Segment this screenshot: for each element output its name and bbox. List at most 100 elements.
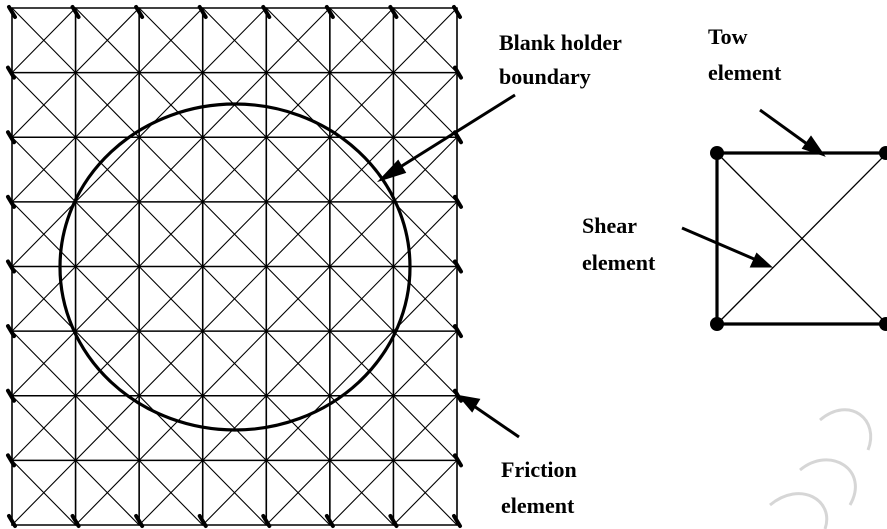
friction-label: Friction element xyxy=(501,457,582,518)
mesh-diagonal xyxy=(75,459,140,526)
friction-element xyxy=(70,5,81,19)
friction-element xyxy=(134,5,145,19)
mesh-diagonal xyxy=(392,459,458,526)
friction-element xyxy=(7,5,17,19)
mesh-diagonal xyxy=(11,201,77,268)
mesh-diagonal xyxy=(11,265,77,332)
friction-element xyxy=(453,65,463,80)
mesh-diagonal xyxy=(392,136,458,203)
tow-arrowhead xyxy=(801,135,826,157)
friction-element xyxy=(388,514,399,528)
detail-node-bottom-left xyxy=(710,317,724,331)
shear-label: Shear element xyxy=(582,213,656,275)
mesh-diagonal xyxy=(75,395,140,461)
mesh-diagonal xyxy=(202,7,267,74)
friction-label-line-1: Friction xyxy=(501,457,577,482)
element-detail xyxy=(710,146,887,331)
mesh-diagonal xyxy=(392,7,458,74)
tow-label-line-2: element xyxy=(708,60,782,85)
mesh-diagonal xyxy=(265,72,331,138)
friction-element xyxy=(453,130,463,145)
mesh-diagonal xyxy=(11,459,77,526)
friction-element xyxy=(452,5,462,19)
friction-element xyxy=(6,324,16,339)
shear-label-line-2: element xyxy=(582,250,656,275)
blank-holder-arrow xyxy=(388,93,516,176)
mesh-diagonal xyxy=(392,330,458,397)
mesh-diagonal xyxy=(329,395,394,461)
mesh-diagonal xyxy=(11,136,77,203)
mesh-diagonal xyxy=(11,395,77,461)
blank-holder-arrowhead xyxy=(376,159,407,183)
mesh-diagonal xyxy=(11,7,77,74)
mesh-diagonal xyxy=(329,459,394,526)
friction-arrowhead xyxy=(457,394,481,413)
mesh-diagonal xyxy=(75,136,140,203)
friction-element xyxy=(7,514,17,528)
friction-element xyxy=(134,514,145,528)
friction-element xyxy=(324,5,335,19)
tow-label: Tow element xyxy=(708,24,782,85)
friction-element xyxy=(324,514,335,528)
mesh-diagonal xyxy=(329,265,394,332)
mesh-diagonal xyxy=(392,72,458,138)
friction-element xyxy=(453,324,463,339)
mesh-diagonal xyxy=(265,395,331,461)
friction-element xyxy=(453,453,463,468)
mesh-diagonal xyxy=(329,201,394,268)
arrows xyxy=(376,93,826,439)
mesh-diagonal xyxy=(202,330,267,397)
blank-holder-label-line-1: Blank holder xyxy=(499,30,622,55)
mesh-diagonal xyxy=(265,265,331,332)
watermark xyxy=(769,408,873,529)
mesh-diagonal xyxy=(138,265,204,332)
mesh-diagonal xyxy=(265,459,331,526)
friction-element xyxy=(453,194,463,209)
blank-holder-boundary-circle xyxy=(58,102,412,432)
mesh-diagonal xyxy=(329,330,394,397)
friction-label-line-2: element xyxy=(501,493,575,518)
tow-label-line-1: Tow xyxy=(708,24,748,49)
mesh-diagonal xyxy=(265,201,331,268)
friction-element xyxy=(197,514,208,528)
mesh-diagonal xyxy=(329,72,394,138)
mesh-diagonal xyxy=(392,265,458,332)
watermark-stroke-3 xyxy=(769,492,829,529)
mesh-diagonal xyxy=(202,459,267,526)
friction-element xyxy=(6,259,16,274)
blank-holder-label-line-2: boundary xyxy=(499,64,591,89)
watermark-stroke-1 xyxy=(819,408,873,451)
detail-node-bottom-right xyxy=(879,317,887,331)
finite-element-mesh xyxy=(6,5,463,528)
mesh-diagonal xyxy=(202,395,267,461)
mesh-diagonal xyxy=(138,7,204,74)
detail-diagonal-2 xyxy=(716,152,887,325)
mesh-diagonal xyxy=(138,395,204,461)
mesh-diagonal xyxy=(265,7,331,74)
mesh-diagonal xyxy=(75,265,140,332)
friction-element xyxy=(388,5,399,19)
mesh-diagonal xyxy=(202,201,267,268)
mesh-diagonal xyxy=(138,201,204,268)
friction-element xyxy=(261,5,272,19)
mesh-diagonal xyxy=(138,136,204,203)
mesh-diagonal xyxy=(329,7,394,74)
friction-element xyxy=(6,453,16,468)
blank-holder-label: Blank holder boundary xyxy=(499,30,627,89)
friction-element xyxy=(197,5,208,19)
friction-element xyxy=(6,130,16,145)
friction-element xyxy=(452,514,462,528)
mesh-diagonal xyxy=(392,395,458,461)
shear-arrow xyxy=(681,226,762,264)
mesh-diagonal xyxy=(75,201,140,268)
mesh-diagonal xyxy=(75,72,140,138)
shear-arrowhead xyxy=(749,252,773,268)
mesh-diagonal xyxy=(265,330,331,397)
mesh-diagonal xyxy=(11,72,77,138)
detail-node-top-left xyxy=(710,146,724,160)
shear-label-line-1: Shear xyxy=(582,213,637,238)
mesh-diagonal xyxy=(138,72,204,138)
mesh-diagonal xyxy=(75,7,140,74)
